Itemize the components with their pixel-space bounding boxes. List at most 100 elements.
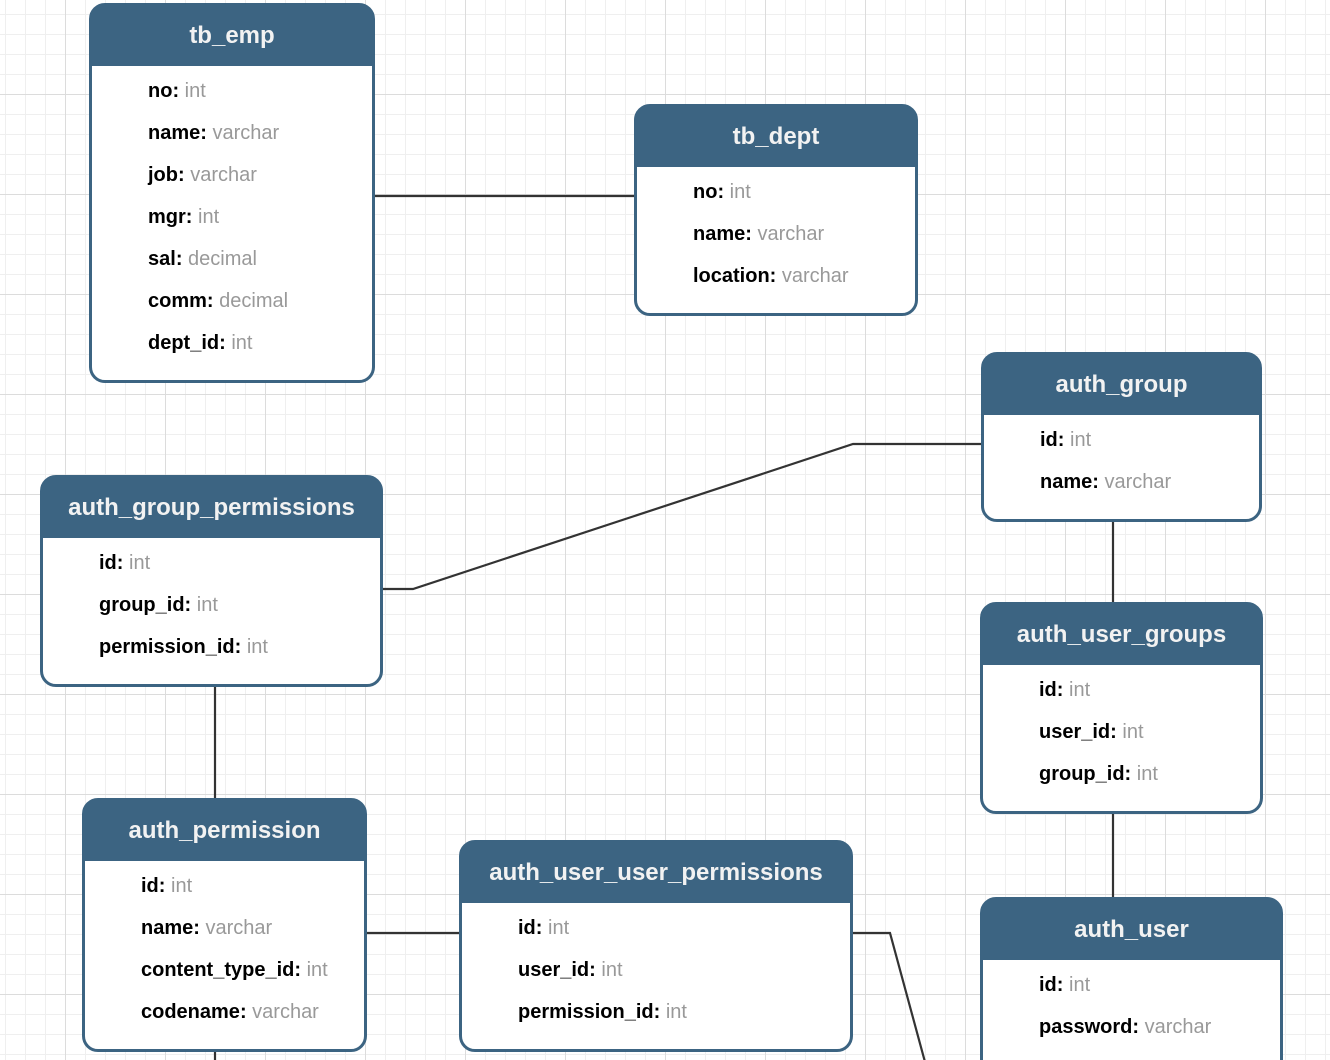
field-type: varchar (1104, 471, 1172, 493)
field-row: no: int (637, 171, 915, 213)
relationship-line-auth_group_permissions-to-auth_group[interactable] (383, 442, 981, 591)
field-separator: : (1092, 471, 1105, 493)
field-separator: : (1124, 763, 1137, 785)
field-separator: : (200, 122, 213, 144)
field-row: content_type_id: int (85, 949, 364, 991)
field-name: group_id (1039, 763, 1125, 785)
field-row: mgr: int (92, 196, 372, 238)
field-row: user_id: int (462, 949, 850, 991)
field-name: id (1039, 679, 1057, 701)
field-type: int (171, 875, 193, 897)
field-name: id (99, 552, 117, 574)
field-type: int (184, 80, 206, 102)
field-type: int (198, 206, 220, 228)
field-separator: : (234, 636, 247, 658)
field-row: permission_id: int (43, 626, 380, 668)
table-title: auth_group_permissions (42, 477, 381, 538)
field-type: varchar (757, 223, 825, 245)
field-row: comm: decimal (92, 280, 372, 322)
field-separator: : (1057, 429, 1070, 451)
field-row: dept_id: int (92, 322, 372, 364)
field-separator: : (239, 1001, 253, 1023)
field-type: int (729, 181, 751, 203)
field-separator: : (184, 594, 197, 616)
field-name: location (693, 265, 770, 287)
field-separator: : (185, 206, 199, 228)
table-auth-group[interactable]: auth_group id: int name: varchar (981, 352, 1262, 522)
table-body: no: int name: varchar job: varchar mgr: … (92, 66, 372, 380)
table-body: id: int user_id: int permission_id: int (462, 903, 850, 1049)
field-separator: : (1056, 679, 1069, 701)
field-type: int (1070, 429, 1092, 451)
table-body: id: int group_id: int permission_id: int (43, 538, 380, 684)
field-row: codename: varchar (85, 991, 364, 1033)
field-type: varchar (212, 122, 280, 144)
field-row: last_login: datetime (983, 1048, 1280, 1060)
table-auth-user-user-permissions[interactable]: auth_user_user_permissions id: int user_… (459, 840, 853, 1052)
field-type: int (665, 1001, 687, 1023)
table-title: tb_emp (91, 5, 373, 66)
field-row: password: varchar (983, 1006, 1280, 1048)
field-type: varchar (1144, 1016, 1212, 1038)
field-type: varchar (781, 265, 849, 287)
field-row: id: int (43, 542, 380, 584)
field-name: user_id (518, 959, 590, 981)
field-name: content_type_id (141, 959, 295, 981)
field-separator: : (175, 248, 189, 270)
field-separator: : (535, 917, 548, 939)
field-row: id: int (984, 419, 1259, 461)
table-tb-emp[interactable]: tb_emp no: int name: varchar job: varcha… (89, 3, 375, 383)
field-name: no (148, 80, 173, 102)
field-type: int (1122, 721, 1144, 743)
field-type: varchar (190, 164, 257, 186)
table-body: no: int name: varchar location: varchar (637, 167, 915, 313)
table-title: tb_dept (636, 106, 916, 167)
field-separator: : (745, 223, 758, 245)
field-separator: : (219, 332, 232, 354)
relationship-line-auth_user_user_permissions-to-canvas-bottom-edge[interactable] (853, 931, 926, 1060)
field-type: int (1136, 763, 1158, 785)
field-name: codename (141, 1001, 240, 1023)
field-type: int (196, 594, 218, 616)
field-separator: : (158, 875, 171, 897)
field-type: varchar (205, 917, 273, 939)
field-row: name: varchar (85, 907, 364, 949)
table-title: auth_permission (84, 800, 365, 861)
field-separator: : (717, 181, 730, 203)
field-row: sal: decimal (92, 238, 372, 280)
field-row: user_id: int (983, 711, 1260, 753)
field-name: mgr (148, 206, 186, 228)
field-row: group_id: int (43, 584, 380, 626)
field-row: name: varchar (984, 461, 1259, 503)
field-row: id: int (983, 964, 1280, 1006)
field-type: int (246, 636, 268, 658)
table-tb-dept[interactable]: tb_dept no: int name: varchar location: … (634, 104, 918, 316)
table-title: auth_group (983, 354, 1260, 415)
field-type: int (129, 552, 151, 574)
field-name: name (141, 917, 194, 939)
field-separator: : (769, 265, 782, 287)
table-auth-group-permissions[interactable]: auth_group_permissions id: int group_id:… (40, 475, 383, 687)
field-separator: : (1056, 974, 1069, 996)
field-type: int (1069, 974, 1091, 996)
field-name: password (1039, 1016, 1133, 1038)
field-separator: : (193, 917, 206, 939)
field-name: comm (148, 290, 207, 312)
table-body: id: int password: varchar last_login: da… (983, 960, 1280, 1060)
table-auth-user[interactable]: auth_user id: int password: varchar last… (980, 897, 1283, 1060)
field-row: id: int (983, 669, 1260, 711)
field-type: int (548, 917, 570, 939)
field-name: sal (148, 248, 176, 270)
field-row: job: varchar (92, 154, 372, 196)
table-auth-user-groups[interactable]: auth_user_groups id: int user_id: int gr… (980, 602, 1263, 814)
field-name: dept_id (148, 332, 220, 354)
table-title: auth_user_groups (982, 604, 1261, 665)
field-separator: : (294, 959, 307, 981)
field-name: id (141, 875, 159, 897)
table-auth-permission[interactable]: auth_permission id: int name: varchar co… (82, 798, 367, 1052)
field-name: job (148, 164, 178, 186)
field-separator: : (1132, 1058, 1144, 1060)
table-title: auth_user (982, 899, 1281, 960)
field-separator: : (589, 959, 602, 981)
